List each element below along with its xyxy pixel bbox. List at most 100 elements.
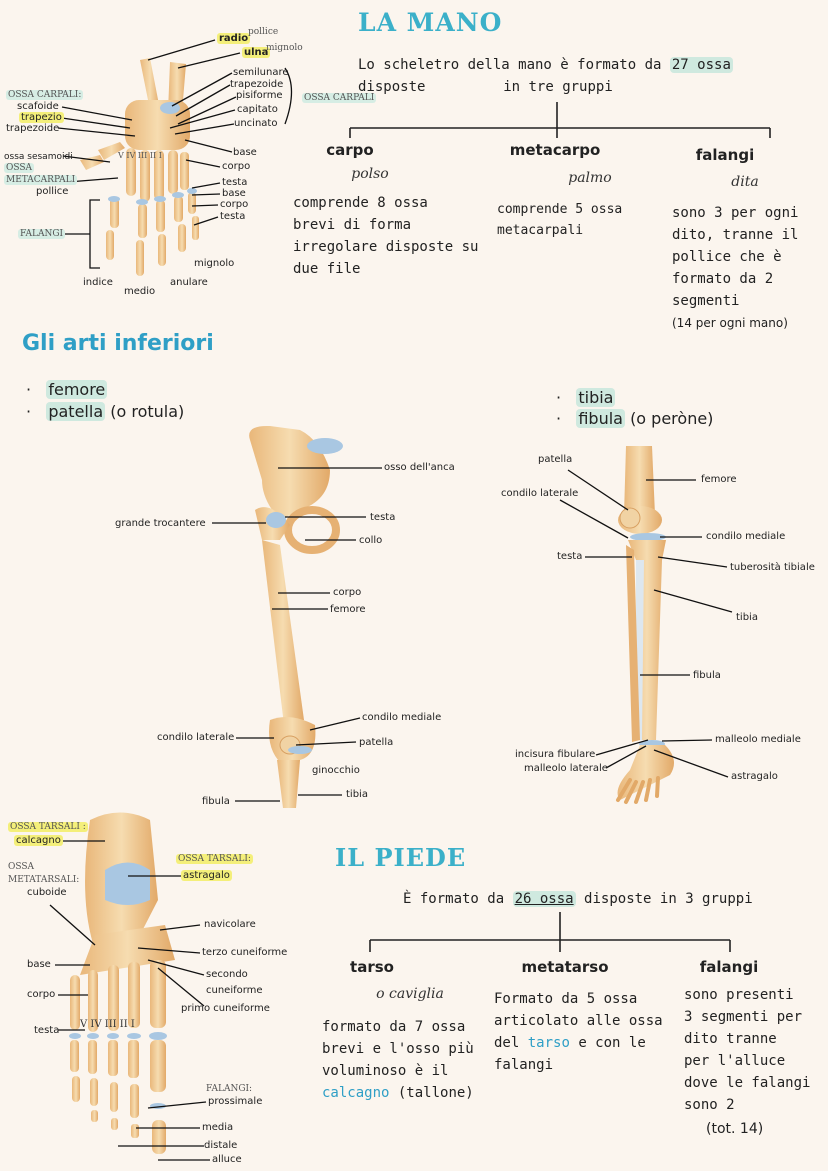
label-foot-ossa: OSSA [8,862,35,872]
hand-alt-polso: polso [351,166,389,182]
label-femur-condilo-laterale: condilo laterale [157,732,235,743]
label-osso-anca: osso dell'anca [384,462,455,473]
bullet-fibula: fibula [576,409,625,428]
foot-intro-pre: È formato da [403,891,505,907]
label-scafoide: scafoide [17,101,59,112]
desc-line: comprende 5 ossa [497,202,623,217]
label-falangi: FALANGI [18,229,66,239]
hand-alt-dita: dita [731,174,759,190]
desc-line: sono 2 [684,1097,735,1113]
label-incisura: incisura fibulare [515,749,596,760]
legs-title: Gli arti inferiori [22,331,214,356]
label-trapezoide-r: trapezoide [230,79,284,90]
desc-line: dito tranne [684,1031,777,1047]
bullet-patella-rest: (o rotula) [110,402,185,421]
hand-alt-palmo: palmo [568,170,612,186]
label-testa-2: testa [220,211,246,222]
desc-line: segmenti [672,293,740,309]
label-roman-hand: V IV III II I [118,151,162,160]
tibia-leader-lines [559,469,733,778]
label-femur-corpo: corpo [333,587,362,598]
hand-falangi-desc: sono 3 per ogni dito, tranne il pollice … [672,202,798,312]
label-medio: medio [124,286,156,297]
label-cuboide: cuboide [27,887,67,898]
legs-bullet-femore: · femore [26,380,108,399]
bullet-tibia: tibia [576,388,616,407]
hand-carpo-desc: comprende 8 ossa brevi di forma irregola… [293,192,478,280]
hand-tree-lines [349,102,771,138]
desc-line: due file [293,261,361,277]
femur-illustration [249,425,343,808]
label-foot-testa: testa [34,1025,60,1036]
label-pisiforme: pisiforme [236,90,283,101]
label-testa: testa [222,177,248,188]
label-ossa: OSSA [4,163,35,173]
label-ulna: ulna [242,47,271,58]
hand-leader-lines [57,39,293,269]
bullet-femore: femore [46,380,108,399]
label-base: base [233,147,257,158]
foot-intro-highlight: 26 ossa [512,891,576,907]
label-grande-trocantere: grande trocantere [115,518,206,529]
desc-line: voluminoso è il [322,1063,449,1079]
label-radio: radio [217,33,251,44]
label-femore: femore [330,604,366,615]
label-indice: indice [83,277,113,288]
hand-intro: Lo scheletro della mano è formato da 27 … [358,54,798,98]
label-malleolo-mediale: malleolo mediale [715,734,801,745]
label-sesamoidi: ossa sesamoidi [4,152,73,162]
label-ginocchio: ginocchio [312,765,360,776]
label-pollice: pollice [36,186,69,197]
desc-line: dito, tranne il [672,227,799,243]
metatarso-tarso: tarso [527,1035,570,1051]
label-capitato: capitato [237,104,278,115]
desc-line: sono presenti [684,987,794,1003]
desc-line: dove le falangi [684,1075,811,1091]
foot-illustration [69,812,175,1154]
label-media: media [202,1122,234,1133]
label-tibia-femore: femore [701,474,737,485]
label-astragalo-leg: astragalo [731,771,778,782]
hand-group-metacarpo: metacarpo [509,141,601,159]
foot-title: IL PIEDE [335,843,467,872]
label-terzo-cuneiforme: terzo cuneiforme [202,947,288,958]
label-tibia-condilo-mediale: condilo mediale [706,531,786,542]
label-tibia-testa: testa [557,551,583,562]
label-metatarsali: METATARSALI: [8,875,80,885]
hand-illustration [80,58,199,276]
label-cuneiforme: cuneiforme [206,985,263,996]
label-femur-patella: patella [359,737,394,748]
hand-title: LA MANO [358,8,503,37]
label-ossa-tarsali-2: OSSA TARSALI: [176,854,253,864]
foot-intro: È formato da 26 ossa disposte in 3 grupp… [403,888,753,910]
label-corpo: corpo [222,161,251,172]
label-alluce: alluce [212,1154,242,1165]
label-tibia: tibia [736,612,758,623]
label-corpo-2: corpo [220,199,249,210]
hand-falangi-note: (14 per ogni mano) [672,316,788,330]
label-astragalo: astragalo [181,870,232,881]
desc-line: falangi [494,1057,554,1073]
label-trapezoide-l: trapezoide [6,123,60,134]
desc-line: comprende 8 ossa [293,195,428,211]
label-trapezio: trapezio [19,112,64,123]
label-distale: distale [204,1140,238,1151]
desc-line: sono 3 per ogni [672,205,799,221]
desc-line: Formato da 5 ossa [494,991,638,1007]
label-foot-base: base [27,959,51,970]
label-metacarpali: METACARPALI [4,175,78,185]
femur-leader-lines [212,467,382,802]
hand-group-carpo: carpo [326,141,374,159]
desc-line: irregolare disposte su [293,239,479,255]
bullet-fibula-rest: (o peròne) [630,409,714,428]
tarso-calcagno: calcagno [322,1085,390,1101]
label-mignolo-small: mignolo [266,43,303,53]
foot-falangi-note: (tot. 14) [706,1121,764,1137]
label-secondo: secondo [206,969,248,980]
label-femur-testa: testa [370,512,396,523]
label-foot-corpo: corpo [27,989,56,1000]
label-fibula: fibula [693,670,721,681]
label-mignolo: mignolo [194,258,235,269]
label-pollice-small: pollice [248,27,279,37]
hand-intro-pre: Lo scheletro della mano è formato da [358,57,662,73]
